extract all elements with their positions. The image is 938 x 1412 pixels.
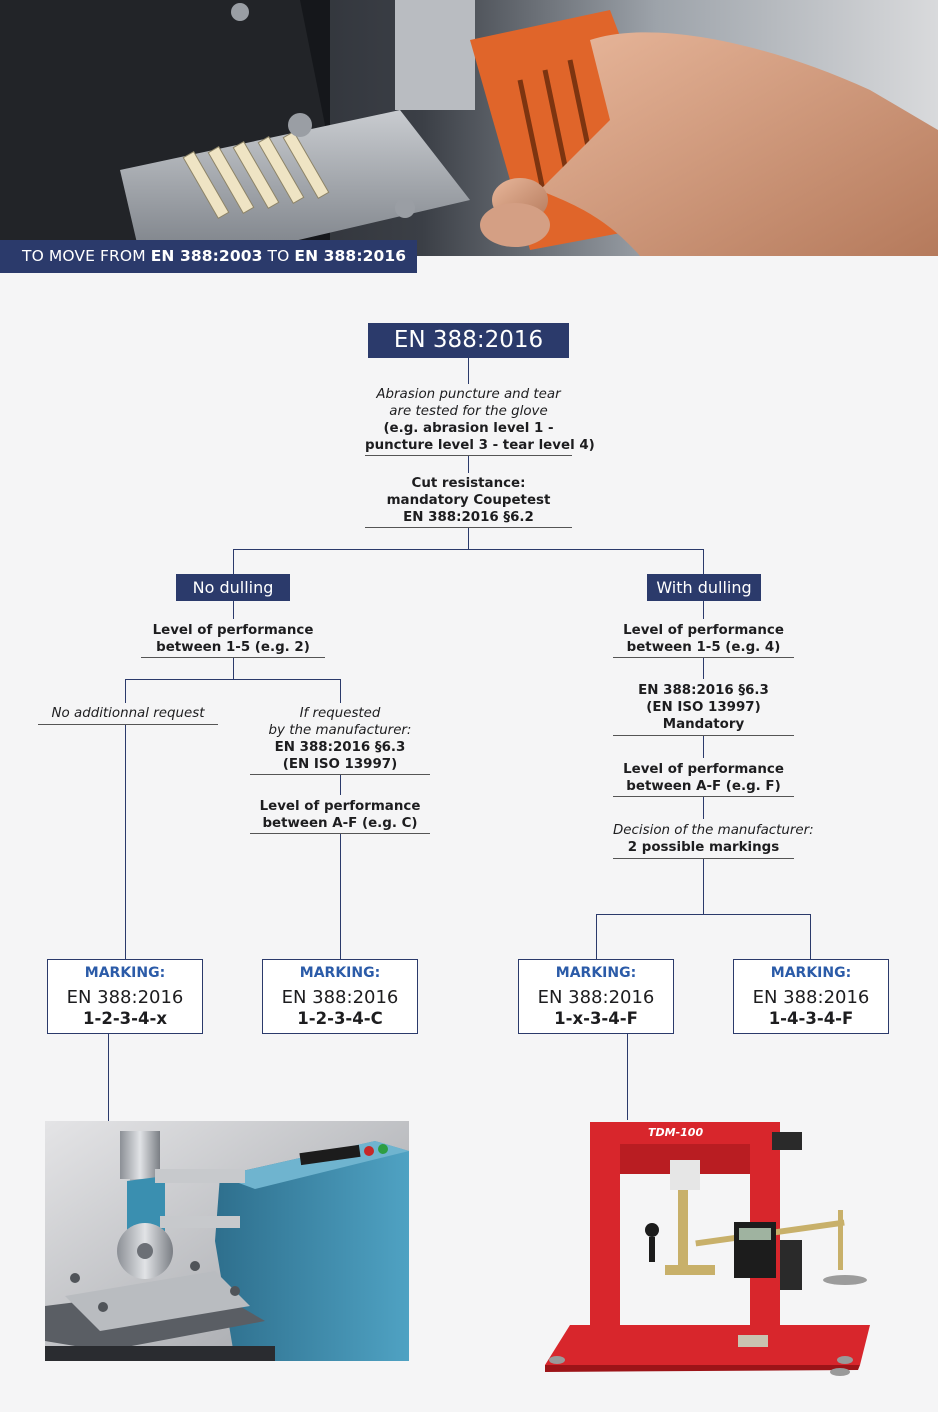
hero-photo — [0, 0, 938, 256]
right-performance-block: Level of performance between 1-5 (e.g. 4… — [613, 622, 794, 658]
cut-resistance-block: Cut resistance: mandatory Coupetest EN 3… — [365, 475, 572, 528]
banner-prefix: TO MOVE FROM — [22, 247, 151, 265]
tdm-100-photo: TDM-100 — [540, 1120, 885, 1378]
coupe-tester-photo — [45, 1121, 409, 1361]
if-requested-block: If requested by the manufacturer: EN 388… — [250, 705, 430, 775]
marking-box-4: MARKING: EN 388:2016 1-4-3-4-F — [733, 959, 889, 1034]
decision-block: Decision of the manufacturer: 2 possible… — [613, 822, 814, 859]
left-performance-block: Level of performance between 1-5 (e.g. 2… — [141, 622, 325, 658]
no-additional-block: No additionnal request — [38, 705, 218, 725]
no-dulling-box: No dulling — [176, 574, 290, 601]
marking-box-2: MARKING: EN 388:2016 1-2-3-4-C — [262, 959, 418, 1034]
main-title: EN 388:2016 — [368, 323, 569, 358]
banner-from: EN 388:2003 — [150, 247, 263, 265]
right-iso-block: EN 388:2016 §6.3 (EN ISO 13997) Mandator… — [613, 682, 794, 736]
marking-box-1: MARKING: EN 388:2016 1-2-3-4-x — [47, 959, 203, 1034]
banner-to: EN 388:2016 — [294, 247, 407, 265]
hero-banner: TO MOVE FROM EN 388:2003 TO EN 388:2016 — [0, 240, 417, 273]
banner-mid: TO — [262, 247, 295, 265]
abrasion-block: Abrasion puncture and tear are tested fo… — [365, 386, 595, 456]
coupe-tester-illustration — [45, 1121, 409, 1361]
machine-label: TDM-100 — [648, 1126, 703, 1139]
right-af-block: Level of performance between A-F (e.g. F… — [613, 761, 794, 797]
left-af-block: Level of performance between A-F (e.g. C… — [250, 798, 430, 834]
cut-tester-photo — [0, 0, 938, 256]
with-dulling-box: With dulling — [647, 574, 761, 601]
marking-box-3: MARKING: EN 388:2016 1-x-3-4-F — [518, 959, 674, 1034]
tdm-100-illustration: TDM-100 — [540, 1120, 885, 1378]
